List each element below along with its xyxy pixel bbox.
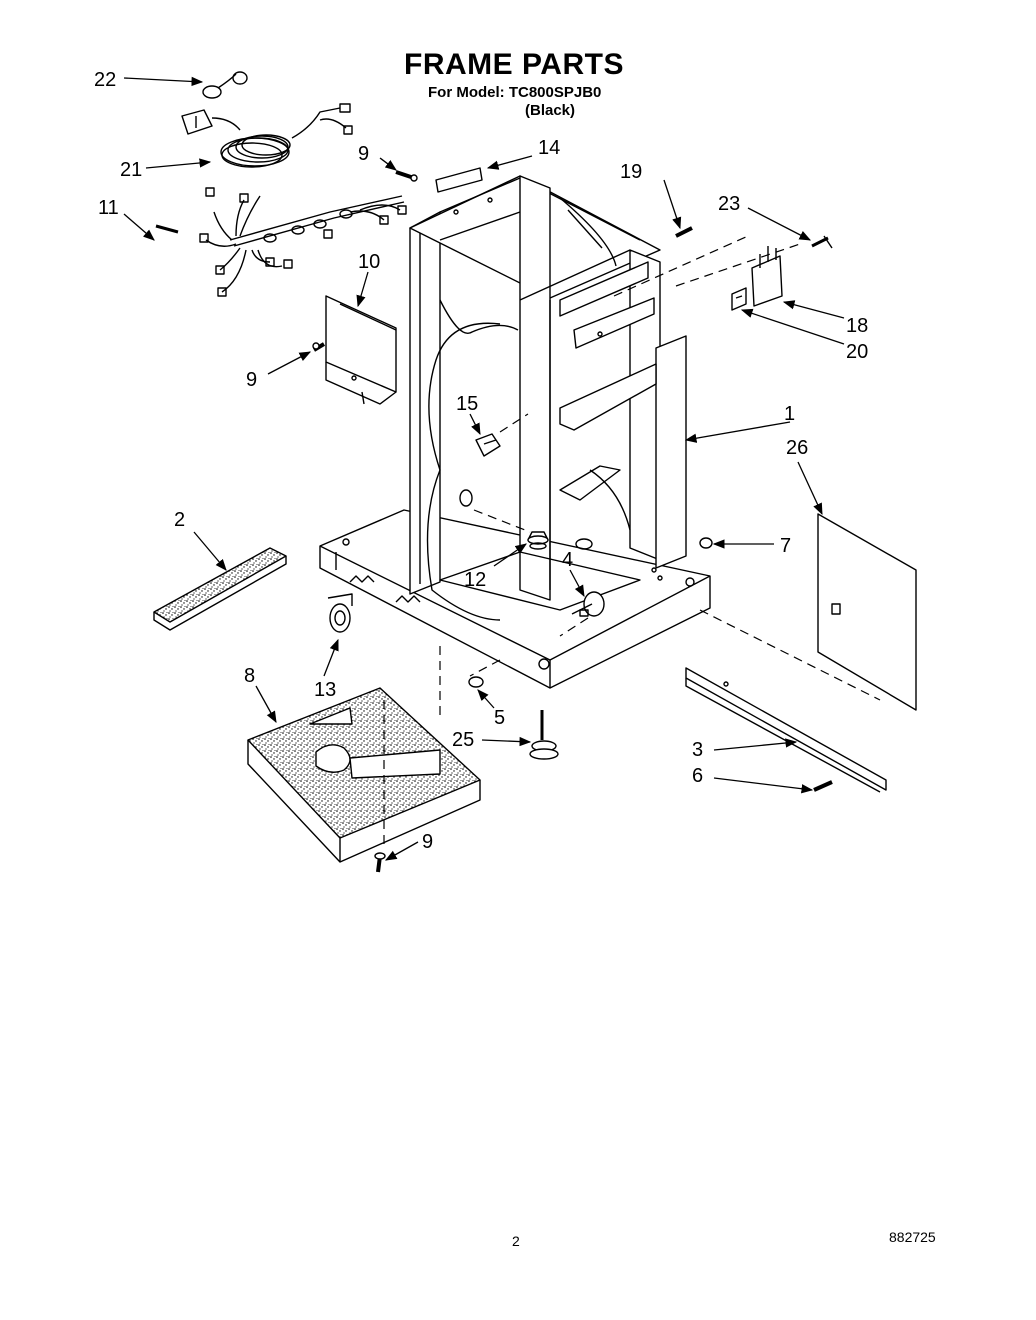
callout-11: 11 bbox=[98, 197, 119, 219]
model-line: For Model: TC800SPJB0 bbox=[428, 84, 601, 101]
document-number: 882725 bbox=[889, 1229, 936, 1245]
callout-1: 1 bbox=[784, 403, 795, 425]
part-14-bracket bbox=[435, 167, 483, 193]
part-23-bolt bbox=[811, 235, 833, 249]
part-12-grommet bbox=[527, 531, 549, 550]
callout-26: 26 bbox=[786, 437, 808, 459]
part-13-caster bbox=[327, 593, 353, 633]
part-5-nut bbox=[468, 676, 484, 688]
part-26-panel bbox=[817, 513, 917, 711]
callout-6: 6 bbox=[692, 765, 703, 787]
callout-13: 13 bbox=[314, 679, 336, 701]
part-4-motor bbox=[571, 591, 605, 617]
callout-20: 20 bbox=[846, 341, 868, 363]
part-19-screw bbox=[675, 226, 693, 238]
callout-9-bottom: 9 bbox=[422, 831, 433, 853]
callout-15: 15 bbox=[456, 393, 478, 415]
callout-14: 14 bbox=[538, 137, 560, 159]
callout-9-top: 9 bbox=[358, 143, 369, 165]
part-3-rail bbox=[685, 667, 887, 793]
part-6-screw bbox=[813, 780, 833, 792]
part-22-cap bbox=[202, 71, 248, 99]
callout-22: 22 bbox=[94, 69, 116, 91]
model-color: (Black) bbox=[525, 102, 576, 119]
page-number: 2 bbox=[512, 1233, 520, 1249]
callout-9-mid: 9 bbox=[246, 369, 257, 391]
page-title: FRAME PARTS bbox=[404, 48, 624, 81]
model-number: TC800SPJB0 bbox=[508, 84, 602, 101]
part-8-base-pan bbox=[247, 687, 481, 863]
part-18-switch bbox=[751, 246, 783, 307]
part-15-switch bbox=[475, 433, 501, 457]
part-1-frame bbox=[319, 175, 711, 689]
callout-19: 19 bbox=[620, 161, 642, 183]
part-9-screw-mid bbox=[312, 342, 326, 352]
callout-8: 8 bbox=[244, 665, 255, 687]
callout-12: 12 bbox=[464, 569, 486, 591]
callout-5: 5 bbox=[494, 707, 505, 729]
part-10-bracket bbox=[325, 295, 397, 405]
alignment-lines bbox=[383, 235, 881, 848]
callout-labels: 22 21 11 9 14 19 23 10 18 20 9 15 1 26 2… bbox=[94, 69, 868, 853]
callout-10: 10 bbox=[358, 251, 380, 273]
part-25-leg bbox=[529, 710, 559, 760]
callout-18: 18 bbox=[846, 315, 868, 337]
part-2-strip bbox=[153, 547, 287, 631]
callout-2: 2 bbox=[174, 509, 185, 531]
callout-23: 23 bbox=[718, 193, 740, 215]
part-20-plate bbox=[731, 287, 747, 311]
callout-4: 4 bbox=[562, 549, 573, 571]
callout-25: 25 bbox=[452, 729, 474, 751]
callout-21: 21 bbox=[120, 159, 142, 181]
part-9-screw-top bbox=[395, 170, 418, 182]
callout-7: 7 bbox=[780, 535, 791, 557]
part-7-nut bbox=[699, 537, 713, 549]
part-9-screw-bottom bbox=[374, 852, 386, 873]
model-label: For Model: bbox=[428, 84, 505, 101]
part-11-wire-harness bbox=[155, 187, 407, 297]
leader-lines bbox=[123, 76, 845, 861]
part-21-power-cord bbox=[181, 103, 353, 168]
callout-3: 3 bbox=[692, 739, 703, 761]
